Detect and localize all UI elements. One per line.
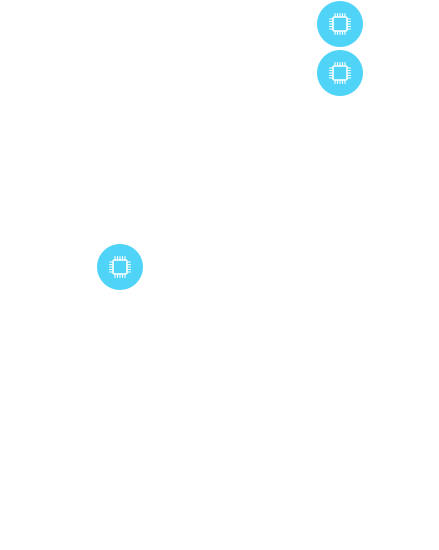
cpu-chip-button[interactable] — [317, 1, 363, 47]
cpu-chip-icon — [108, 255, 132, 279]
cpu-chip-icon — [328, 61, 352, 85]
cpu-chip-button[interactable] — [317, 50, 363, 96]
cpu-chip-button[interactable] — [97, 244, 143, 290]
cpu-chip-icon — [328, 12, 352, 36]
